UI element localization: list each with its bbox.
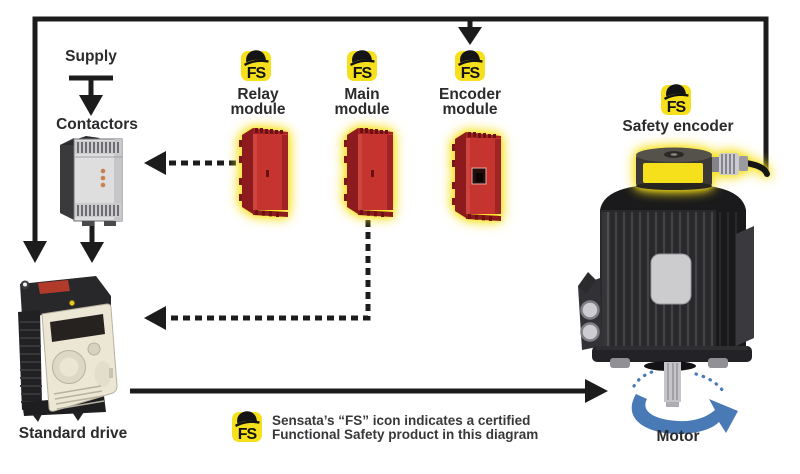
fs-icon-label: FS <box>352 65 372 82</box>
fs-icon-safety-encoder: FS <box>661 84 691 116</box>
safety-encoder-label: Safety encoder <box>622 118 734 135</box>
motor-illustration <box>578 184 754 434</box>
fs-icon-label: FS <box>460 65 480 82</box>
arrowhead-relay-to-contactors <box>144 151 166 175</box>
arrowhead-to-drive-left <box>23 241 47 263</box>
relay-module-label: Relay module <box>217 86 299 118</box>
contactors-label: Contactors <box>56 116 138 133</box>
legend-line2: Functional Safety product in this diagra… <box>272 427 539 442</box>
arrowhead-contactors-to-drive <box>80 242 104 263</box>
fs-icon-encoder-module: FS <box>455 50 485 82</box>
supply-label: Supply <box>65 48 117 65</box>
fs-icon-label: FS <box>237 426 257 443</box>
main-module-label-line1: Main <box>344 86 380 103</box>
encoder-module-label-line1: Encoder <box>438 86 501 103</box>
encoder-module-label-line2: module <box>442 101 498 118</box>
hardhat-icon <box>349 50 375 67</box>
encoder-cable <box>743 160 770 177</box>
encoder-module-illustration <box>452 132 501 221</box>
fs-icon-label: FS <box>666 99 686 116</box>
main-module-label-line2: module <box>334 101 390 118</box>
drive-display <box>50 314 105 342</box>
legend-caption: Sensata’s “FS” icon indicates a certifie… <box>272 414 562 442</box>
main-to-drive-dashed <box>165 220 371 321</box>
safety-encoder-illustration <box>636 147 770 190</box>
main-module-illustration <box>344 128 393 217</box>
fs-icon-label: FS <box>246 65 266 82</box>
hardhat-icon <box>457 50 483 67</box>
fs-icon-main-module: FS <box>347 50 377 82</box>
arrowhead-drive-to-motor <box>585 379 608 403</box>
relay-module-label-line1: Relay <box>237 86 279 103</box>
standard-drive-label: Standard drive <box>18 425 128 442</box>
arrowhead-supply-to-contactors <box>79 95 103 116</box>
fs-icon-legend: FS <box>232 411 262 443</box>
safety-loop-wire <box>32 16 769 246</box>
fs-icon-relay-module: FS <box>241 50 271 82</box>
relay-module-label-line2: module <box>230 101 286 118</box>
arrowhead-main-to-drive <box>144 306 166 330</box>
hardhat-icon <box>663 84 689 101</box>
hardhat-icon <box>243 50 269 67</box>
motor-nameplate <box>650 253 692 305</box>
rotation-arrow <box>631 394 738 434</box>
encoder-yellow-band <box>643 163 703 183</box>
legend-line1: Sensata’s “FS” icon indicates a certifie… <box>272 413 531 428</box>
main-module-label: Main module <box>321 86 403 118</box>
relay-module-illustration <box>239 128 288 217</box>
encoder-module-label: Encoder module <box>429 86 511 118</box>
standard-drive-illustration <box>18 276 118 422</box>
motor-label: Motor <box>656 428 700 445</box>
arrowhead-to-encoder-module <box>458 27 482 45</box>
hardhat-icon <box>234 411 260 428</box>
contactors-illustration <box>60 136 123 226</box>
